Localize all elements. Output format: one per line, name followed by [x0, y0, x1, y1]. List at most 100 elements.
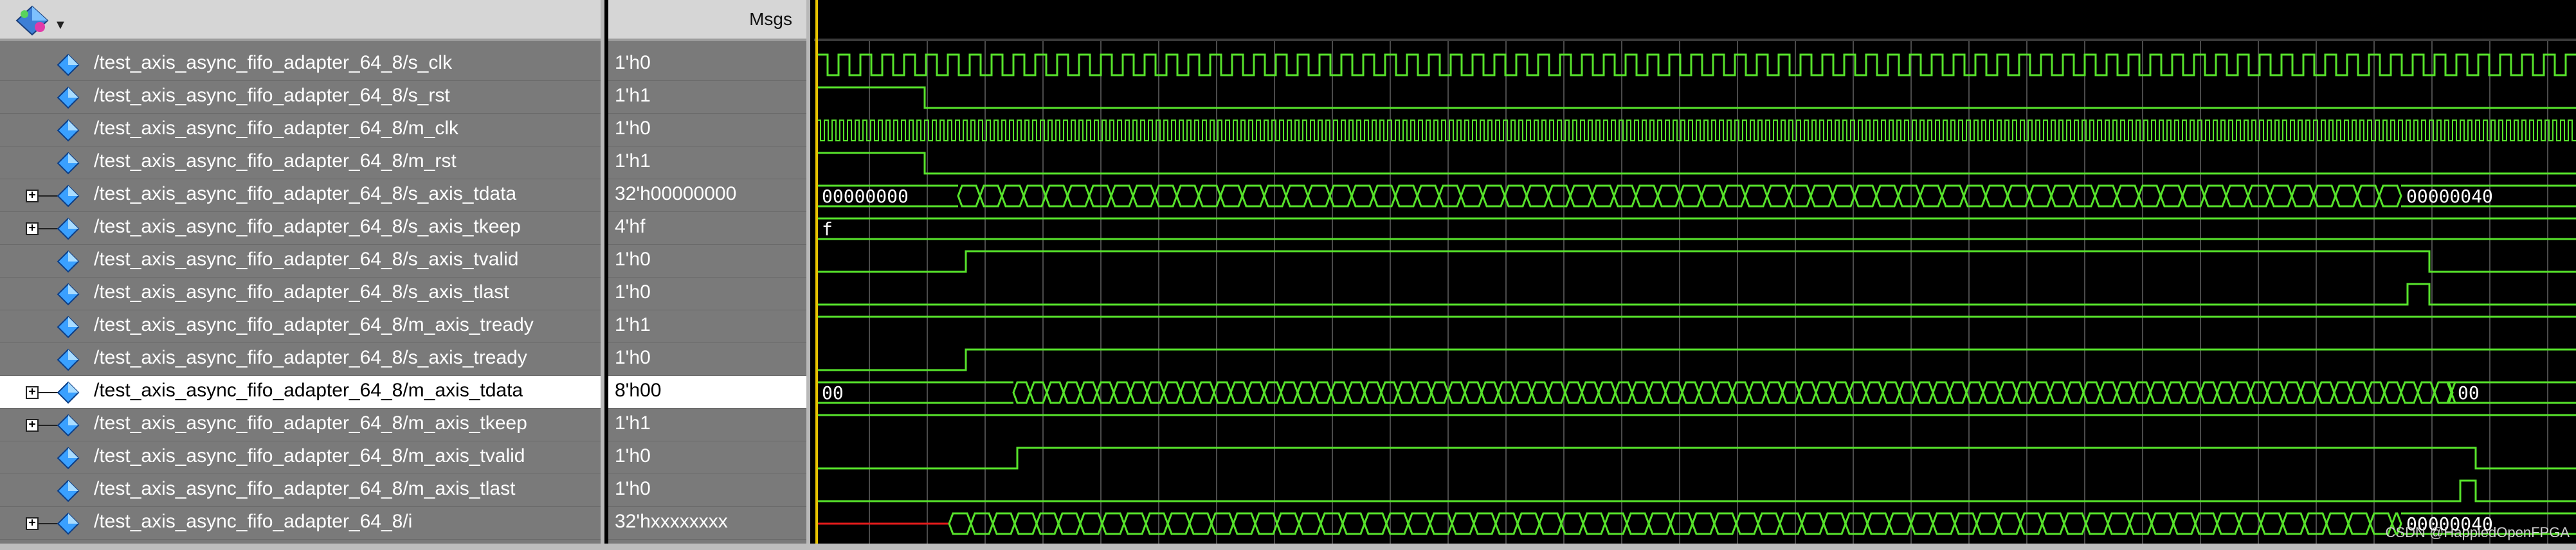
signal-value-row[interactable]: 1'h0: [608, 441, 806, 474]
signal-name: /test_axis_async_fifo_adapter_64_8/s_clk: [94, 52, 453, 73]
expand-plus-icon[interactable]: +: [26, 517, 39, 530]
m-axis-tdata-label-end: 00: [2458, 382, 2480, 404]
signal-diamond-icon: [57, 512, 80, 535]
signal-name-pane: ▼ /test_axis_async_fifo_adapter_64_8/s_c…: [0, 0, 604, 550]
signal-row[interactable]: + /test_axis_async_fifo_adapter_64_8/s_ax…: [0, 212, 601, 245]
signal-name: /test_axis_async_fifo_adapter_64_8/m_axi…: [94, 445, 525, 466]
s-axis-tdata-label-end: 00000040: [2406, 186, 2493, 207]
signal-value-row[interactable]: 1'h0: [608, 245, 806, 278]
signal-value-row[interactable]: 1'h0: [608, 114, 806, 146]
signal-name: /test_axis_async_fifo_adapter_64_8/s_axi…: [94, 281, 509, 303]
signal-name: /test_axis_async_fifo_adapter_64_8/s_axi…: [94, 347, 527, 368]
signal-value: 8'h00: [615, 380, 662, 401]
signal-diamond-icon: [57, 184, 80, 208]
signal-diamond-icon: [57, 152, 80, 175]
signal-name: /test_axis_async_fifo_adapter_64_8/m_axi…: [94, 478, 516, 499]
signal-row[interactable]: /test_axis_async_fifo_adapter_64_8/m_axi…: [0, 310, 601, 343]
digital-wave: [815, 86, 2576, 109]
signal-value-row[interactable]: 32'hxxxxxxxx: [608, 507, 806, 540]
signal-value: 1'h0: [615, 118, 651, 139]
signal-row[interactable]: /test_axis_async_fifo_adapter_64_8/m_axi…: [0, 441, 601, 474]
signal-value-row[interactable]: 4'hf: [608, 212, 806, 245]
signal-value-row[interactable]: 1'h0: [608, 474, 806, 507]
signal-value-row[interactable]: 1'h1: [608, 146, 806, 179]
s-axis-tkeep-label: f: [822, 218, 833, 240]
cursor-line[interactable]: [815, 0, 818, 550]
signal-diamond-icon: [57, 86, 80, 109]
expand-plus-icon[interactable]: +: [26, 190, 39, 202]
signal-value: 1'h1: [615, 412, 651, 434]
signal-diamond-icon: [57, 381, 80, 404]
i-label-end: 00000040: [2406, 513, 2493, 535]
signal-value: 1'h0: [615, 445, 651, 466]
signal-name: /test_axis_async_fifo_adapter_64_8/m_axi…: [94, 314, 534, 335]
signal-name: /test_axis_async_fifo_adapter_64_8/s_axi…: [94, 216, 521, 237]
signal-diamond-icon: [57, 479, 80, 502]
signal-name: /test_axis_async_fifo_adapter_64_8/m_axi…: [94, 380, 523, 401]
signal-row[interactable]: /test_axis_async_fifo_adapter_64_8/s_clk: [0, 48, 601, 81]
signal-row[interactable]: /test_axis_async_fifo_adapter_64_8/m_clk: [0, 114, 601, 146]
signal-value-row[interactable]: 1'h1: [608, 81, 806, 114]
signal-diamond-icon: [57, 119, 80, 142]
tree-connector: [39, 523, 58, 524]
signal-diamond-icon: [57, 283, 80, 306]
modelsim-diamond-icon[interactable]: [14, 5, 50, 36]
signal-row[interactable]: +/test_axis_async_fifo_adapter_64_8/m_ax…: [0, 409, 601, 441]
expand-plus-icon[interactable]: +: [26, 222, 39, 235]
signal-row[interactable]: +/test_axis_async_fifo_adapter_64_8/i: [0, 507, 601, 540]
signal-name: /test_axis_async_fifo_adapter_64_8/s_axi…: [94, 183, 517, 204]
digital-wave: [815, 447, 2576, 470]
signal-name: /test_axis_async_fifo_adapter_64_8/s_rst: [94, 85, 450, 106]
tree-connector: [39, 425, 58, 426]
signal-row[interactable]: + /test_axis_async_fifo_adapter_64_8/s_ax…: [0, 179, 601, 212]
signal-row[interactable]: /test_axis_async_fifo_adapter_64_8/m_axi…: [0, 474, 601, 507]
expand-plus-icon[interactable]: +: [26, 419, 39, 432]
signal-value: 1'h0: [615, 478, 651, 499]
signal-value-row[interactable]: 1'h1: [608, 409, 806, 441]
signal-value: 1'h0: [615, 52, 651, 73]
digital-wave: [815, 283, 2576, 306]
signal-value: 1'h1: [615, 314, 651, 335]
s-axis-tdata-segments: [957, 184, 2402, 208]
name-pane-header: ▼: [0, 0, 601, 41]
signal-value-row[interactable]: 1'h0: [608, 343, 806, 376]
signal-row[interactable]: /test_axis_async_fifo_adapter_64_8/s_rst: [0, 81, 601, 114]
signal-value-row[interactable]: 1'h1: [608, 310, 806, 343]
digital-wave: [815, 250, 2576, 273]
expand-plus-icon[interactable]: +: [26, 386, 39, 399]
digital-wave: [815, 152, 2576, 175]
signal-value-row[interactable]: 1'h0: [608, 48, 806, 81]
signal-diamond-icon: [57, 250, 80, 273]
signal-value-row[interactable]: 32'h00000000: [608, 179, 806, 212]
digital-wave: [815, 348, 2576, 371]
tree-connector: [39, 392, 58, 393]
horizontal-scrollbar[interactable]: [0, 544, 2576, 550]
signal-row[interactable]: /test_axis_async_fifo_adapter_64_8/s_axi…: [0, 245, 601, 278]
waveform-header: [814, 0, 2576, 41]
dropdown-arrow-icon[interactable]: ▼: [54, 18, 67, 32]
signal-row[interactable]: /test_axis_async_fifo_adapter_64_8/s_axi…: [0, 278, 601, 310]
signal-row[interactable]: /test_axis_async_fifo_adapter_64_8/m_rst: [0, 146, 601, 179]
signal-name: /test_axis_async_fifo_adapter_64_8/m_clk: [94, 118, 459, 139]
m-axis-tdata-segments: [1012, 381, 2457, 404]
signal-diamond-icon: [57, 53, 80, 76]
signal-diamond-icon: [57, 217, 80, 240]
signal-value-row[interactable]: 8'h00: [608, 376, 806, 409]
signal-row[interactable]: /test_axis_async_fifo_adapter_64_8/s_axi…: [0, 343, 601, 376]
signal-diamond-icon: [57, 348, 80, 371]
signal-value: 1'h0: [615, 347, 651, 368]
signal-value-row[interactable]: 1'h0: [608, 278, 806, 310]
signal-diamond-icon: [57, 414, 80, 437]
signal-diamond-icon: [57, 315, 80, 339]
msgs-column-label: Msgs: [749, 9, 792, 29]
signal-row[interactable]: + /test_axis_async_fifo_adapter_64_8/m_ax…: [0, 376, 601, 409]
m-axis-tdata-label-start: 00: [822, 382, 844, 404]
signal-value: 1'h0: [615, 249, 651, 270]
signal-value: 1'h0: [615, 281, 651, 303]
i-segments: [948, 512, 2402, 535]
signal-diamond-icon: [57, 447, 80, 470]
